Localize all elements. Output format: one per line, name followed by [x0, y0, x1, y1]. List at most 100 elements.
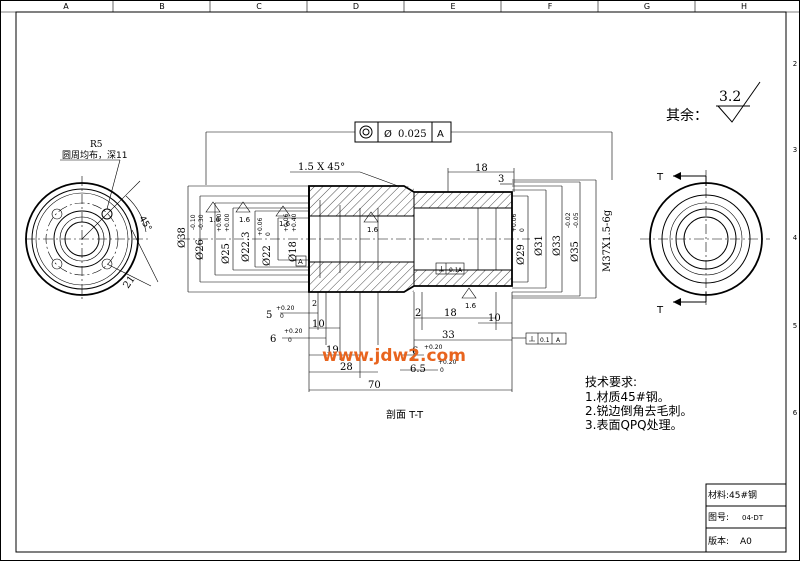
dim-28: 28 [340, 362, 353, 373]
dim-33: 33 [442, 330, 455, 341]
diameter-18: Ø18 [288, 241, 299, 262]
svg-text:+0.20: +0.20 [284, 328, 303, 335]
diameter-25: Ø25 [221, 243, 232, 264]
column-label-b: B [159, 2, 165, 11]
svg-text:0.1: 0.1 [540, 337, 550, 344]
svg-text:0: 0 [519, 228, 526, 232]
bottom-dimensions: 5 +0.20 0 2 10 6 +0.20 0 19 28 6 +0.20 6… [266, 292, 513, 392]
perpendicularity-frame: 0.1 A [435, 262, 465, 275]
tech-title: 技术要求: [585, 375, 637, 389]
svg-text:6: 6 [270, 334, 276, 345]
column-label-d: D [353, 2, 359, 11]
roughness-triangle-icon [363, 211, 379, 223]
hole-pattern-label: 圆周均布，深11 [62, 149, 127, 161]
version-value: A0 [740, 537, 752, 547]
material-label: 材料:45#钢 [708, 489, 757, 501]
left-end-view: R5 圆周均布，深11 45° 21 [25, 140, 159, 300]
svg-text:+0.40: +0.40 [291, 213, 298, 232]
svg-text:0: 0 [280, 313, 284, 320]
column-label-c: C [256, 2, 262, 11]
roughness-triangle-icon [235, 201, 251, 213]
svg-text:0: 0 [440, 367, 444, 374]
perpendicular-icon [439, 266, 444, 272]
dim-3-top: 3 [498, 174, 504, 185]
svg-text:2: 2 [415, 308, 421, 319]
surface-finish-note: 其余： 3.2 [666, 81, 761, 124]
svg-text:1.6: 1.6 [209, 216, 221, 224]
watermark: www.jdw2.com [322, 346, 466, 366]
drawing-no: 04-DT [742, 514, 764, 522]
svg-text:+0.06: +0.06 [257, 217, 264, 236]
column-label-h: H [741, 2, 747, 11]
tech-item: 2.锐边倒角去毛刺。 [585, 404, 692, 418]
thread-label: M37X1.5-6g [602, 209, 613, 272]
section-mark-top: T [656, 172, 664, 183]
svg-text:+0.60: +0.60 [216, 213, 223, 232]
dim-10-right: 10 [488, 313, 501, 324]
diameter-35: Ø35 [570, 241, 581, 262]
concentricity-frame: Ø 0.025 A [205, 121, 613, 185]
svg-text:1.6: 1.6 [279, 220, 291, 228]
perpendicularity-frame-outer: 0.1 A [512, 332, 567, 345]
datum-a-label: A [298, 258, 303, 266]
column-label-e: E [450, 2, 455, 11]
tech-item: 1.材质45#钢。 [585, 390, 670, 404]
svg-text:-0.10: -0.10 [190, 214, 197, 230]
column-label-f: F [548, 2, 553, 11]
svg-text:+0.00: +0.00 [224, 213, 231, 232]
svg-text:+0.06: +0.06 [283, 213, 290, 232]
section-mark-bottom: T [656, 305, 664, 316]
diameter-31: Ø31 [534, 235, 545, 256]
row-label-6: 6 [793, 409, 798, 417]
dim-70: 70 [368, 380, 381, 391]
dim-19: 19 [326, 345, 339, 356]
row-label-4: 4 [793, 234, 798, 242]
roughness-triangle-icon [461, 287, 477, 299]
drawing-no-label: 图号: [708, 512, 729, 523]
diameter-22: Ø22 [262, 245, 273, 266]
svg-text:A: A [556, 337, 561, 344]
svg-text:+0.20: +0.20 [424, 344, 443, 351]
diameter-26: Ø26 [195, 239, 206, 260]
svg-text:1.6: 1.6 [239, 216, 251, 224]
svg-text:6: 6 [412, 346, 418, 357]
dim-18-top: 18 [475, 163, 488, 174]
svg-text:+0.20: +0.20 [276, 305, 295, 312]
radius-label: R5 [90, 140, 103, 150]
svg-text:+0.06: +0.06 [511, 213, 518, 232]
roughness-symbol-icon [716, 81, 761, 123]
title-block: 材料:45#钢 图号: 04-DT 版本: A0 [705, 483, 787, 553]
row-label-3: 3 [793, 146, 797, 154]
version-label: 版本: [708, 535, 729, 547]
svg-text:0.1: 0.1 [449, 267, 459, 274]
surface-finish-value: 3.2 [719, 89, 741, 105]
svg-text:-0.30: -0.30 [198, 214, 205, 230]
roughness-triangle-icon [275, 205, 291, 217]
svg-text:A: A [458, 267, 463, 274]
diameter-29: Ø29 [516, 244, 527, 265]
right-end-view: T T [640, 170, 770, 316]
svg-text:6.5: 6.5 [410, 364, 426, 375]
roughness-triangle-icon [205, 201, 221, 213]
concentricity-datum: A [437, 129, 444, 140]
row-label-2: 2 [793, 60, 797, 68]
dim-18-bottom: 18 [444, 308, 457, 319]
dim-10: 10 [312, 319, 325, 330]
svg-text:Ø: Ø [384, 128, 392, 140]
tech-requirements: 技术要求: 1.材质45#钢。 2.锐边倒角去毛刺。 3.表面QPQ处理。 [585, 375, 692, 432]
concentricity-value: 0.025 [398, 129, 427, 140]
roughness-marks: 1.6 1.6 1.6 1.6 1.6 [205, 201, 477, 310]
svg-text:2: 2 [312, 299, 317, 308]
diameter-22-3: Ø22.3 [241, 232, 252, 262]
diameter-38: Ø38 [177, 227, 188, 248]
row-ruler: 2 3 4 5 6 [785, 12, 798, 552]
tech-item: 3.表面QPQ处理。 [585, 418, 683, 432]
concentricity-icon [359, 125, 373, 139]
svg-text:-0.05: -0.05 [573, 212, 580, 228]
section-title: 剖面 T-T [386, 408, 424, 421]
svg-text:1.6: 1.6 [465, 302, 477, 310]
svg-text:0: 0 [265, 232, 272, 236]
svg-text:+0.20: +0.20 [438, 359, 457, 366]
chamfer-label: 1.5 X 45° [298, 162, 345, 173]
